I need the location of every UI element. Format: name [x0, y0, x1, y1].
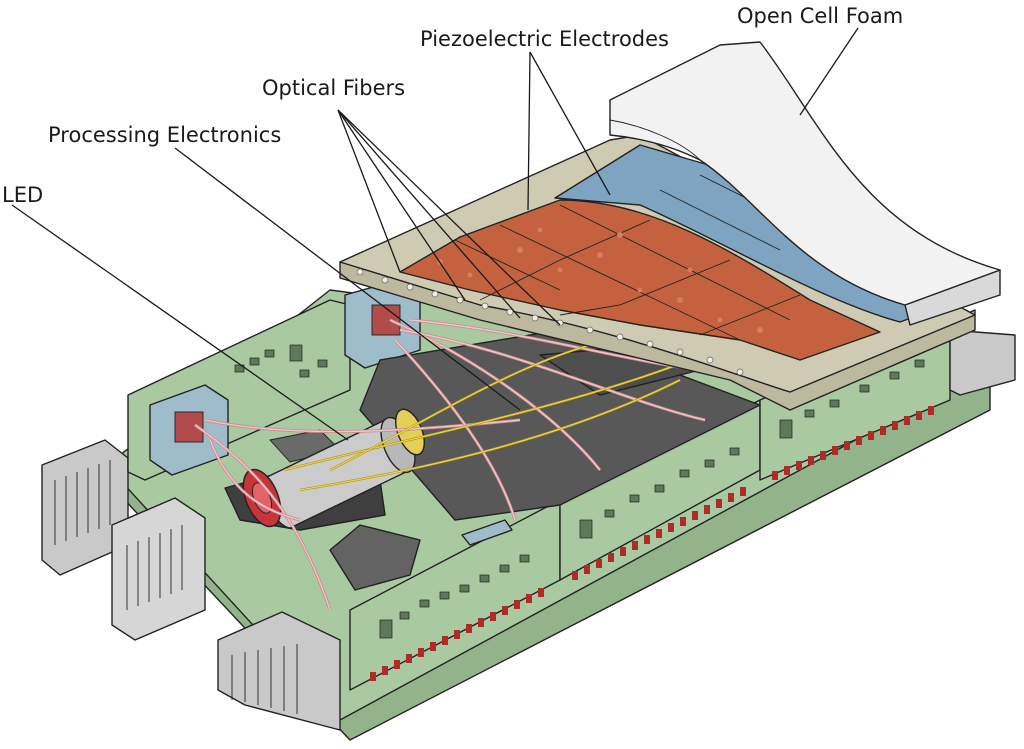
- led-leader: [11, 204, 349, 441]
- electrode-leader-2: [529, 51, 611, 196]
- edge-pads: [370, 406, 934, 681]
- foam-leader: [799, 27, 859, 116]
- processing-leader: [174, 147, 521, 411]
- fiber-leader-4: [337, 109, 561, 326]
- wall-components: [234, 344, 925, 639]
- label-open-cell-foam: Open Cell Foam: [737, 4, 903, 28]
- open-cell-foam: [609, 41, 1001, 326]
- fiber-leader-1: [337, 109, 401, 273]
- leader-lines: [11, 27, 859, 441]
- label-optical-fibers: Optical Fibers: [262, 76, 405, 100]
- substrate-holes: [356, 268, 744, 376]
- edge-connectors: [41, 439, 341, 731]
- electrode-leader-1: [527, 51, 531, 211]
- fiber-leader-3: [337, 109, 521, 319]
- label-piezoelectric-electrodes: Piezoelectric Electrodes: [420, 27, 669, 51]
- label-processing-electronics: Processing Electronics: [48, 123, 281, 147]
- fiber-leader-2: [337, 109, 466, 301]
- label-led: LED: [2, 183, 43, 207]
